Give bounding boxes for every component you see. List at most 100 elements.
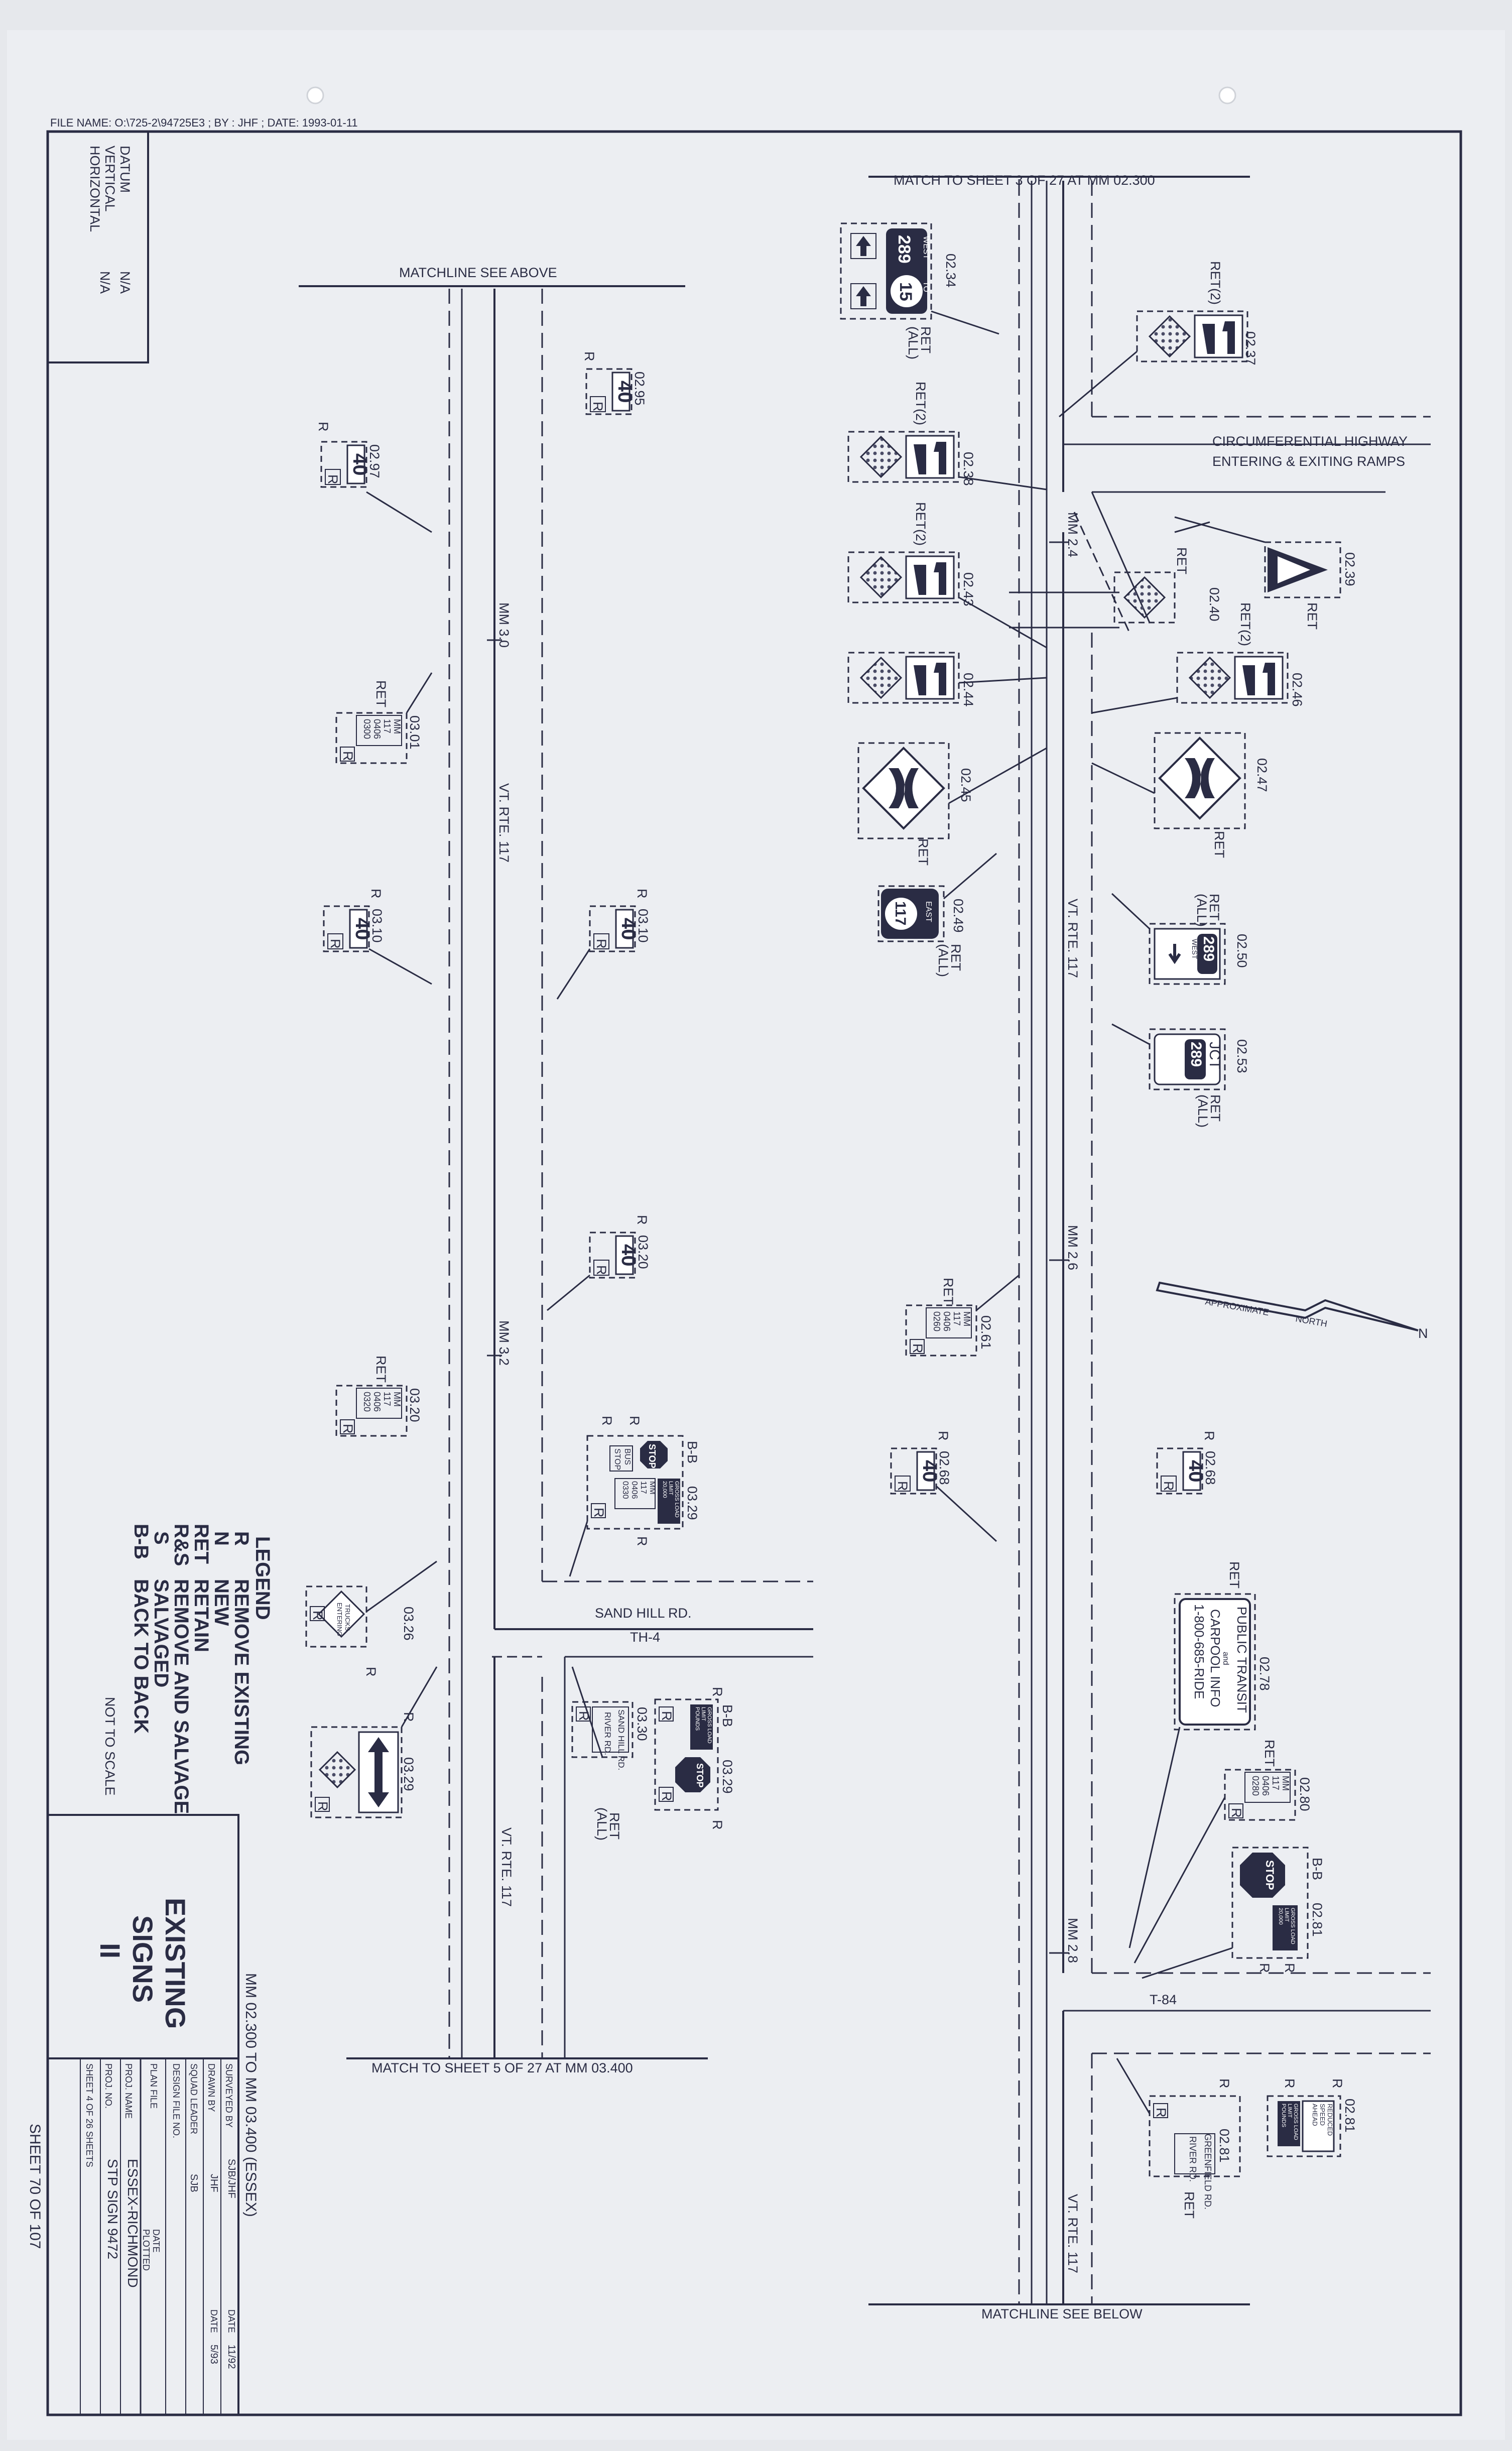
code-r: R bbox=[635, 889, 650, 899]
label-rte117-left-2: VT. RTE. 117 bbox=[499, 1827, 514, 1907]
gross-limit: LIMIT bbox=[1284, 1908, 1290, 1922]
sign-02-46[interactable]: 02.46 RET(2) bbox=[1176, 602, 1305, 707]
sign-02-39[interactable]: 02.39 RET bbox=[1264, 541, 1357, 630]
code-ret: RET bbox=[1174, 547, 1189, 574]
mm-code: 0260 bbox=[932, 1311, 942, 1331]
transit-line-2: and bbox=[1221, 1652, 1230, 1665]
label-t84: T-84 bbox=[1150, 1992, 1177, 2007]
code-r: R bbox=[1330, 2078, 1345, 2089]
sign-02-40[interactable]: 02.40 RET bbox=[1113, 547, 1222, 624]
sign-02-97[interactable]: 40 R 02.97 R bbox=[316, 422, 382, 488]
sign-number: 02.37 bbox=[1243, 331, 1258, 365]
file-header: FILE NAME: O:\725-2\94725E3 ; BY : JHF ;… bbox=[50, 116, 358, 129]
speed-value: 40 bbox=[351, 918, 373, 940]
sign-02-34[interactable]: 289 15 WEST TO 02.34 RET (ALL) bbox=[840, 222, 958, 359]
route-15: 15 bbox=[896, 282, 915, 301]
sign-number: 02.49 bbox=[951, 899, 966, 933]
scale-note: NOT TO SCALE bbox=[102, 1697, 117, 1796]
sign-02-47[interactable]: 02.47 RET bbox=[1154, 732, 1270, 858]
sign-03-20-speed[interactable]: 40 R 03.20 R bbox=[589, 1215, 651, 1279]
sign-03-29-bb[interactable]: STOP BUS STOP GROSS LOAD LIMIT 20,000 MM… bbox=[586, 1416, 700, 1546]
dir-to: TO bbox=[922, 281, 930, 292]
sign-02-37[interactable]: 02.37 RET(2) bbox=[1136, 261, 1258, 365]
matchline-top-left: MATCHLINE SEE ABOVE bbox=[399, 265, 557, 280]
sign-03-01[interactable]: MM 117 0406 0300 R 03.01 RET bbox=[335, 680, 422, 764]
sign-02-95[interactable]: 40 R 02.95 R bbox=[582, 351, 647, 415]
mm-code: 117 bbox=[1271, 1776, 1281, 1790]
legend-title: LEGEND bbox=[251, 1536, 274, 1620]
sign-03-10-left[interactable]: 40 R 03.10 R bbox=[323, 889, 385, 952]
sign-02-53[interactable]: 289 JCT 02.53 RET (ALL) bbox=[1149, 1028, 1249, 1128]
sign-number: 02.44 bbox=[961, 673, 976, 707]
sign-03-29-arrow[interactable]: R 03.29 R bbox=[310, 1712, 416, 1818]
legend-desc: BACK TO BACK bbox=[130, 1579, 152, 1734]
gross-load: GROSS LOAD bbox=[706, 1707, 712, 1744]
sign-number: 03.01 bbox=[407, 715, 422, 750]
dir-east: EAST bbox=[924, 901, 933, 922]
code-ret: RET bbox=[916, 838, 931, 866]
sign-03-10-right[interactable]: 40 R 03.10 R bbox=[589, 889, 651, 952]
code-r: R bbox=[340, 751, 355, 761]
sign-02-45[interactable]: 02.45 RET bbox=[857, 742, 973, 866]
code-all: (ALL) bbox=[1194, 894, 1209, 927]
gross-limit: LIMIT bbox=[700, 1707, 706, 1721]
matchline-top-right: MATCH TO SHEET 3 OF 27 AT MM 02.300 bbox=[894, 173, 1155, 188]
mm-code: 117 bbox=[639, 1481, 648, 1494]
sign-02-44[interactable]: 02.44 bbox=[847, 652, 976, 707]
entering-text: ENTERING bbox=[336, 1603, 343, 1636]
sign-number: 02.81 bbox=[1342, 2099, 1357, 2133]
speed-value: 40 bbox=[617, 918, 640, 940]
sign-03-20-mm[interactable]: MM 117 0406 0320 R 03.20 RET bbox=[335, 1356, 422, 1437]
sign-02-50[interactable]: 289 WEST 02.50 RET (ALL) bbox=[1149, 894, 1249, 985]
sign-02-43[interactable]: 02.43 RET(2) bbox=[847, 502, 976, 606]
sign-number: 02.47 bbox=[1254, 758, 1270, 792]
code-r: R bbox=[1282, 1963, 1297, 1973]
code-all: (ALL) bbox=[936, 944, 951, 977]
sign-02-61[interactable]: MM 117 0406 0260 R 02.61 RET bbox=[905, 1278, 993, 1357]
mm-code: MM bbox=[1281, 1776, 1291, 1791]
speed-value: 40 bbox=[614, 381, 636, 403]
stop-text: STOP bbox=[1264, 1860, 1276, 1890]
sign-03-26[interactable]: TRUCKS ENTERING R 03.26 R bbox=[305, 1585, 416, 1677]
code-r: R bbox=[368, 889, 384, 899]
sign-02-81-reduced[interactable]: REDUCED SPEED AHEAD GROSS LOAD LIMIT POU… bbox=[1267, 2078, 1357, 2157]
trucks-text: TRUCKS bbox=[344, 1604, 351, 1631]
title-block: EXISTING SIGNS II MM 02.300 TO MM 03.400… bbox=[47, 1814, 259, 2416]
punch-hole bbox=[306, 86, 324, 104]
code-ret: RET bbox=[1305, 602, 1320, 630]
sign-02-68-left[interactable]: 40 R 02.68 R bbox=[890, 1431, 952, 1495]
code-r: R bbox=[659, 1711, 674, 1721]
sign-number: 03.30 bbox=[635, 1707, 650, 1741]
legend-code: R bbox=[230, 1531, 253, 1546]
sign-02-78[interactable]: PUBLIC TRANSIT and CARPOOL INFO 1-800-68… bbox=[1174, 1561, 1272, 1731]
sign-02-81-bb[interactable]: STOP GROSS LOAD LIMIT 20,000 B-B 02.81 R… bbox=[1231, 1847, 1325, 1973]
sign-02-81-greenfield[interactable]: GREENFIELD RD. RIVER RD. R 02.81 RET R bbox=[1149, 2078, 1241, 2219]
sign-03-30[interactable]: SAND HILL RD. RIVER RD. R 03.30 RET (ALL… bbox=[571, 1701, 650, 1841]
code-r: R bbox=[910, 1343, 925, 1354]
sign-02-49[interactable]: 117 EAST 02.49 RET (ALL) bbox=[877, 885, 966, 977]
sign-02-80[interactable]: MM 117 0406 0280 R 02.80 RET bbox=[1224, 1740, 1312, 1821]
proj-no-value: STP SIGN 9472 bbox=[105, 2159, 120, 2259]
sign-02-38[interactable]: 02.38 RET(2) bbox=[847, 382, 976, 486]
mm-code: 0320 bbox=[362, 1392, 372, 1412]
sign-03-29-bb-2[interactable]: GROSS LOAD LIMIT POUNDS STOP R R B-B 03.… bbox=[654, 1687, 735, 1830]
code-ret2: RET(2) bbox=[1208, 261, 1223, 305]
code-all: (ALL) bbox=[594, 1807, 609, 1841]
code-r: R bbox=[599, 1416, 614, 1426]
title-existing: EXISTING bbox=[160, 1898, 191, 2029]
mm-code: 0406 bbox=[372, 719, 382, 739]
code-r: R bbox=[594, 939, 609, 949]
sign-number: 03.10 bbox=[369, 909, 385, 943]
sign-02-68-right[interactable]: 40 R 02.68 R bbox=[1156, 1431, 1218, 1495]
sign-number: 03.20 bbox=[636, 1235, 651, 1269]
datum-title: DATUM bbox=[117, 146, 133, 193]
speed-value: 40 bbox=[617, 1244, 640, 1267]
sign-number: 03.10 bbox=[636, 909, 651, 943]
code-ret2: RET(2) bbox=[1238, 602, 1253, 646]
sign-number: 02.81 bbox=[1310, 1903, 1325, 1937]
street-name: RIVER RD. bbox=[603, 1712, 612, 1755]
code-r: R bbox=[315, 1801, 330, 1811]
sign-number: 02.97 bbox=[367, 444, 382, 478]
code-ret: RET bbox=[1207, 894, 1222, 921]
code-r: R bbox=[363, 1667, 379, 1677]
